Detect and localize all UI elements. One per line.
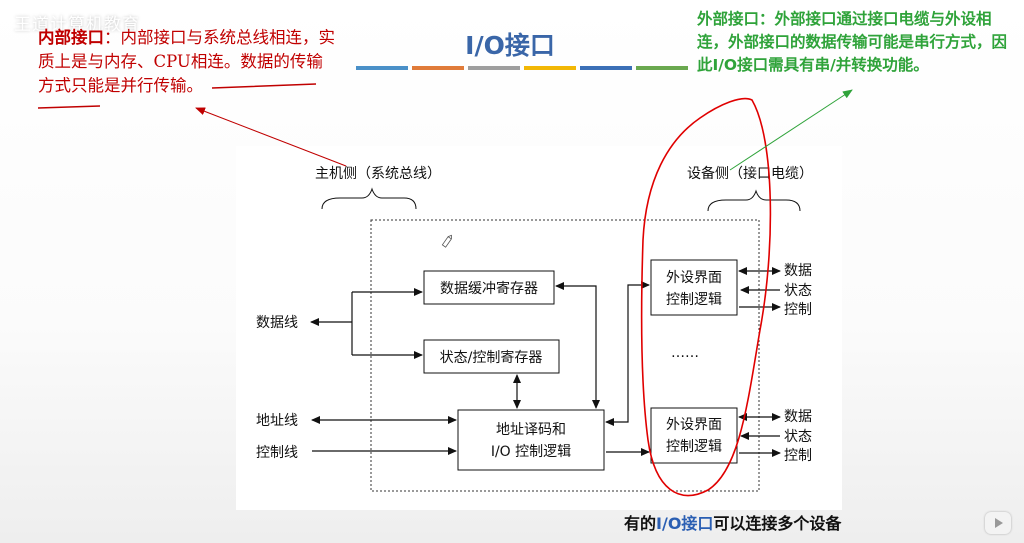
peripheral-logic-2-label-2: 控制逻辑: [666, 439, 722, 455]
peripheral-logic-box-1: [650, 259, 738, 316]
host-side-label: 主机侧（系统总线）: [315, 166, 441, 182]
caption-suffix: 可以连接多个设备: [713, 514, 842, 533]
peripheral-logic-box-2: [650, 407, 738, 464]
address-decode-label-1: 地址译码和: [496, 422, 566, 438]
red-strike-through: [37, 83, 317, 109]
device-2-control-label: 控制: [784, 448, 812, 464]
caption: 有的I/O接口可以连接多个设备: [624, 510, 841, 534]
external-interface-label: 外部接口: [697, 10, 760, 28]
device-1-data-label: 数据: [784, 263, 812, 279]
external-interface-note: 外部接口：外部接口通过接口电缆与外设相连，外部接口的数据传输可能是串行方式，因此…: [697, 8, 1022, 77]
internal-interface-label: 内部接口: [38, 28, 104, 47]
external-interface-text: ：外部接口通过接口电缆与外设相连，外部接口的数据传输可能是串行方式，因此I/O接…: [697, 10, 1008, 74]
caption-prefix: 有的: [624, 514, 657, 533]
data-line-label: 数据线: [256, 315, 298, 331]
status-control-register-label: 状态/控制寄存器: [440, 349, 543, 366]
color-bar-4: [524, 66, 576, 70]
address-decode-label-2: I/O 控制逻辑: [491, 444, 571, 460]
device-2-data-label: 数据: [784, 409, 812, 425]
address-decode-box: [457, 409, 605, 471]
watermark: 王道计算机教育: [14, 15, 140, 35]
device-side-brace: [707, 189, 801, 212]
peripheral-logic-2-label-1: 外设界面: [666, 417, 722, 433]
color-bar-6: [636, 66, 688, 70]
internal-interface-text: ：内部接口与系统总线相连，实质上是与内存、CPU相连。数据的传输方式只能是并行传…: [38, 28, 335, 95]
device-1-status-label: 状态: [784, 283, 812, 299]
caption-highlight: I/O接口: [656, 514, 714, 533]
color-bar-5: [580, 66, 632, 70]
color-bar-2: [412, 66, 464, 70]
control-line-label: 控制线: [256, 445, 298, 461]
red-annotation-arrow: [195, 107, 347, 167]
data-buffer-register-label: 数据缓冲寄存器: [440, 280, 538, 297]
green-annotation-arrow: [729, 89, 853, 171]
pencil-icon: [441, 234, 452, 248]
status-control-register-box: [423, 339, 560, 374]
host-side-brace: [321, 187, 417, 210]
title-color-bars: [356, 66, 688, 70]
slide-title: I/O接口: [465, 31, 555, 60]
data-buffer-register-box: [423, 270, 555, 305]
device-side-label: 设备侧（接口电缆）: [687, 165, 813, 182]
red-circle-annotation: [640, 97, 772, 497]
play-icon[interactable]: [985, 512, 1011, 534]
color-bar-1: [356, 66, 408, 70]
device-1-control-label: 控制: [784, 302, 812, 318]
internal-interface-note: 内部接口：内部接口与系统总线相连，实质上是与内存、CPU相连。数据的传输方式只能…: [38, 26, 338, 98]
peripheral-logic-1-label-2: 控制逻辑: [666, 292, 722, 308]
peripheral-logic-1-label-1: 外设界面: [666, 270, 722, 286]
interface-boundary: [370, 219, 760, 492]
address-line-label: 地址线: [256, 413, 298, 429]
more-devices-ellipsis: ……: [671, 345, 699, 361]
device-2-status-label: 状态: [784, 429, 812, 445]
data-bus-lines: [310, 267, 781, 457]
color-bar-3: [468, 66, 520, 70]
